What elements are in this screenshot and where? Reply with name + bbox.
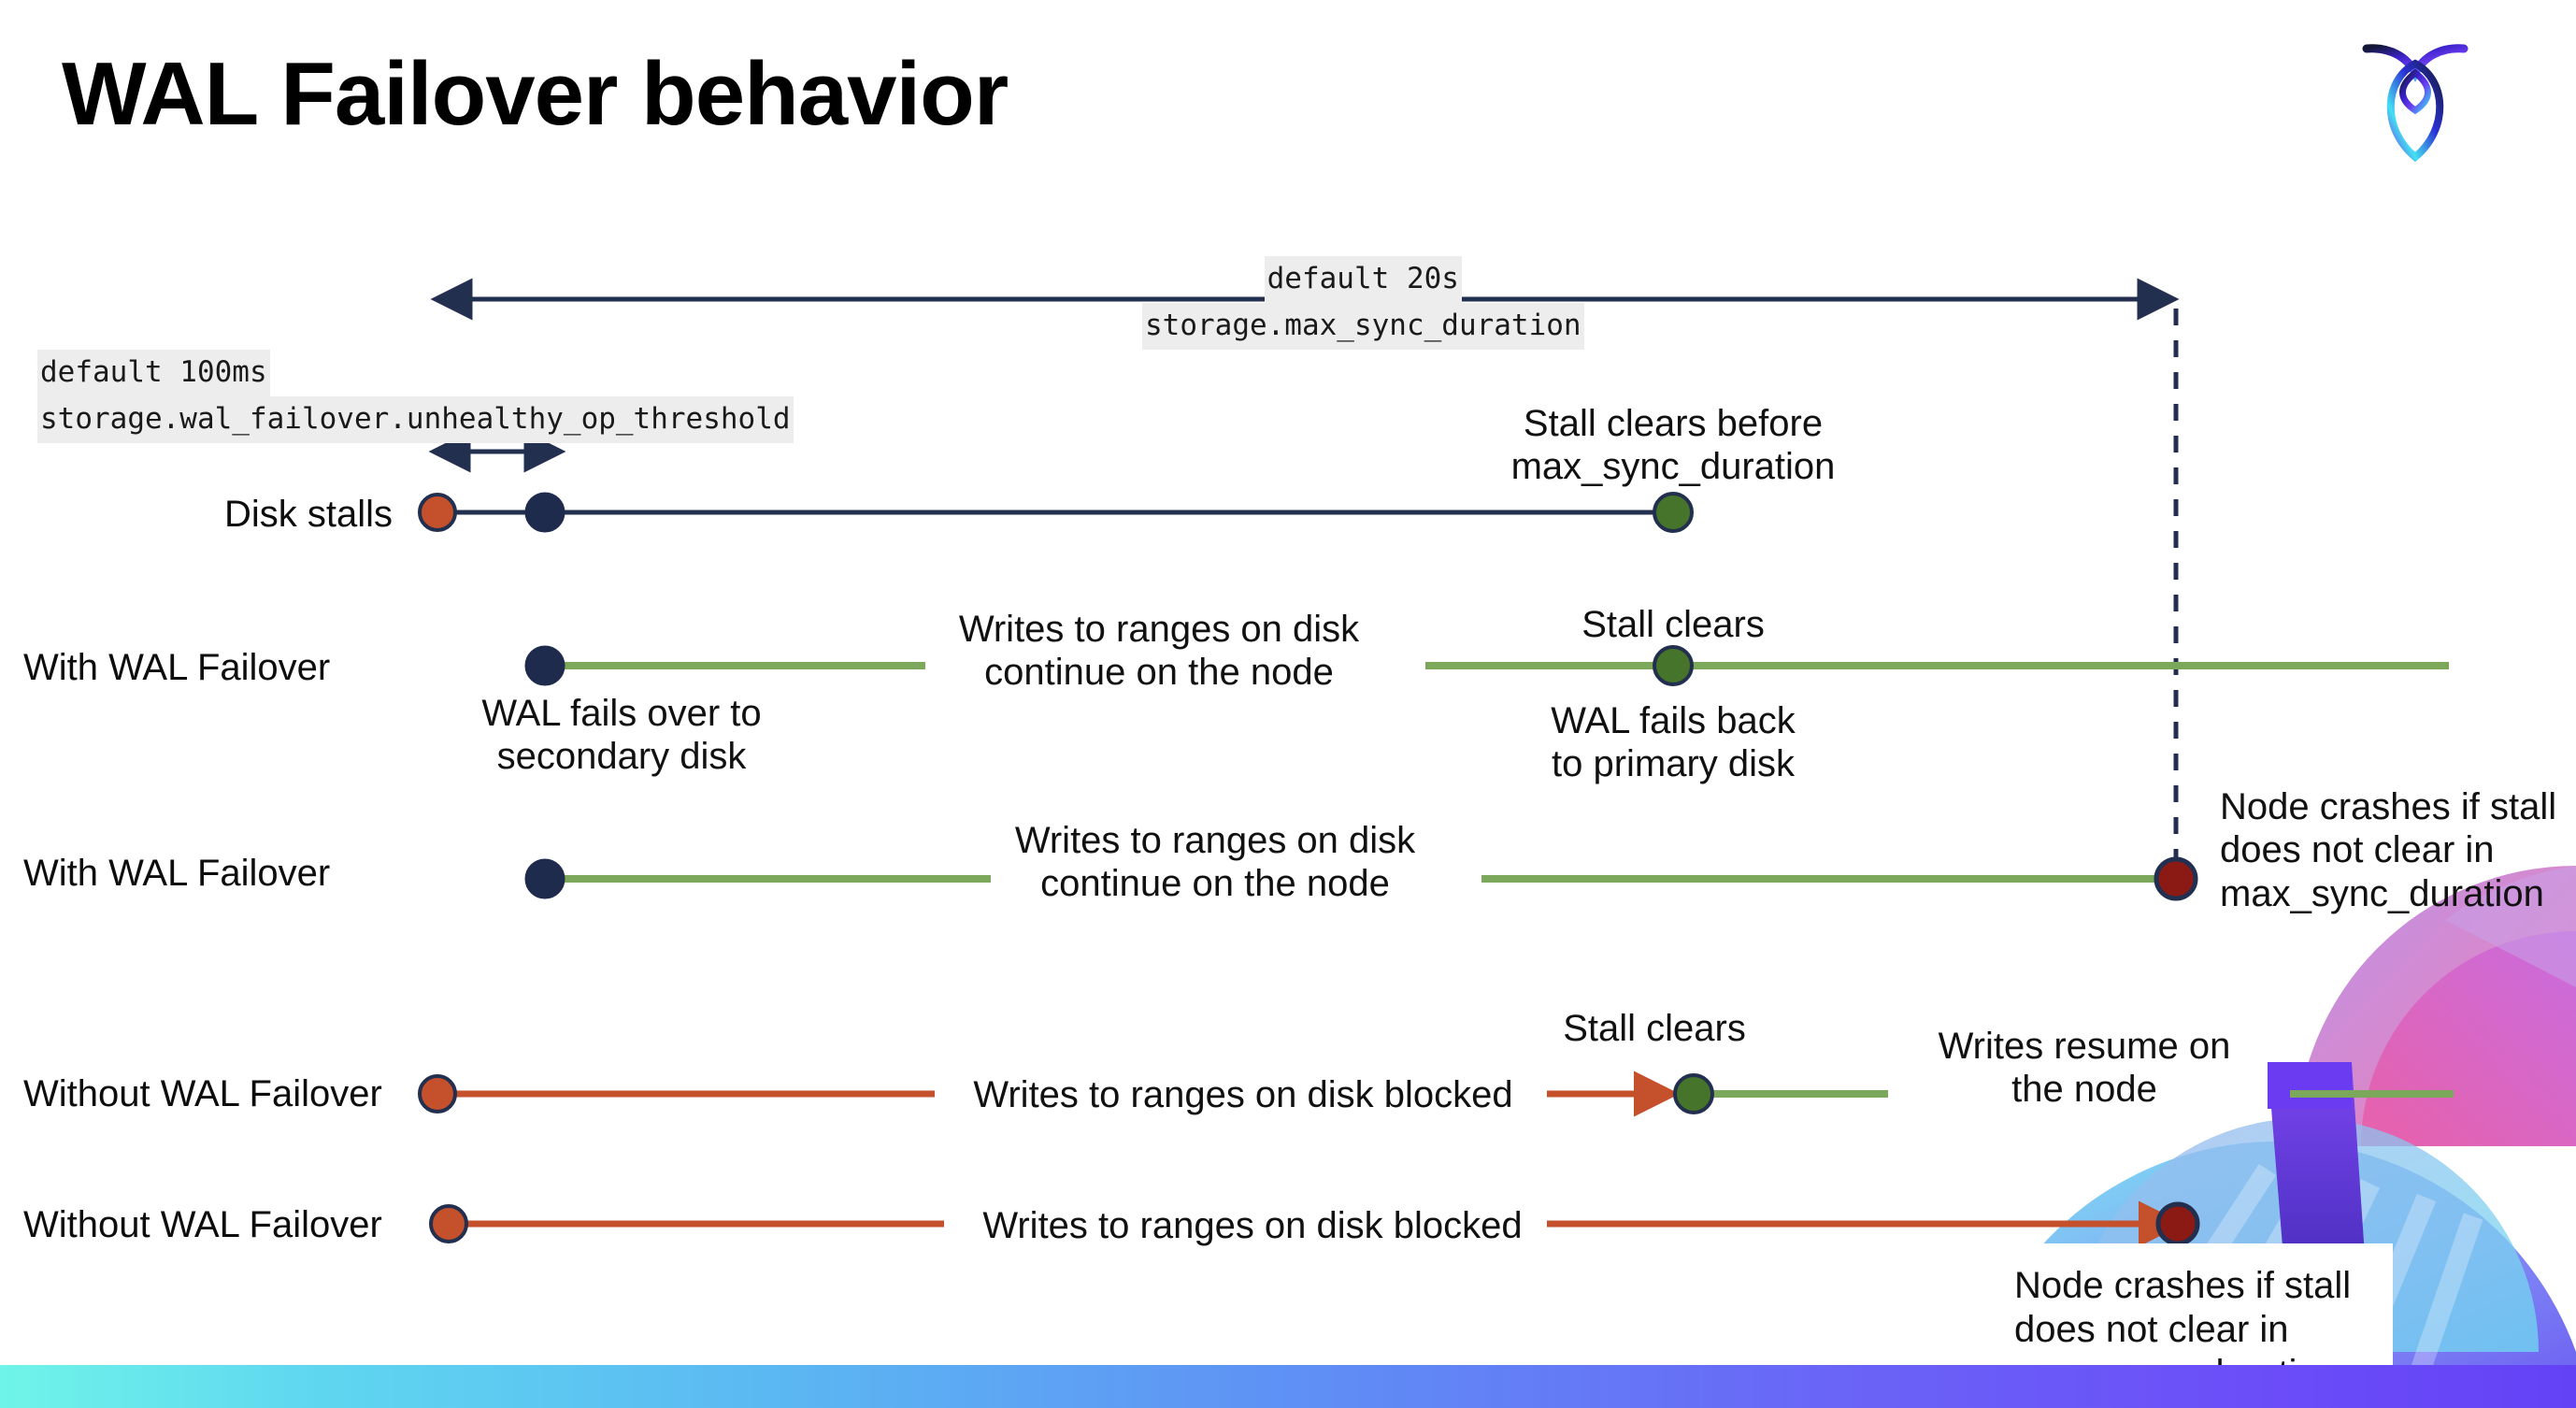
note-writes-continue-1: Writes to ranges on disk continue on the…	[958, 609, 1360, 694]
row-without-failover-crashes-track	[429, 1200, 2200, 1247]
row-without-failover-recovers-track	[418, 1070, 2454, 1117]
row-label-with-wal-failover-2: With WAL Failover	[23, 853, 331, 894]
row-with-failover-crashes-track	[524, 856, 2198, 901]
stall-start-dot	[418, 1074, 457, 1113]
row-label-with-wal-failover-1: With WAL Failover	[23, 647, 331, 688]
note-writes-resume: Writes resume on the node	[1938, 1026, 2231, 1111]
unhealthy-threshold-setting: default 100ms storage.wal_failover.unhea…	[37, 350, 794, 443]
note-stall-clears-2: Stall clears	[1563, 1008, 1746, 1049]
note-writes-continue-2: Writes to ranges on disk continue on the…	[1014, 820, 1416, 905]
page-title: WAL Failover behavior	[62, 44, 1009, 144]
stall-clears-dot	[1653, 645, 1694, 686]
note-wal-fails-over: WAL fails over to secondary disk	[481, 693, 762, 778]
row-label-without-wal-failover-2: Without WAL Failover	[23, 1204, 382, 1245]
node-crash-dot	[2155, 1201, 2200, 1246]
note-node-crashes-1: Node crashes if stall does not clear in …	[2220, 786, 2557, 914]
unhealthy-default: default 100ms	[37, 350, 270, 396]
row-label-without-wal-failover-1: Without WAL Failover	[23, 1073, 382, 1114]
row-disk-stalls-track	[418, 492, 1694, 533]
stall-start-dot	[429, 1204, 468, 1243]
max-sync-duration-setting: default 20s storage.max_sync_duration	[1142, 256, 1584, 350]
note-writes-blocked-2: Writes to ranges on disk blocked	[982, 1205, 1523, 1246]
row-label-disk-stalls: Disk stalls	[223, 494, 393, 535]
stall-clears-dot	[1653, 492, 1694, 533]
bottom-gradient-bar	[0, 1365, 2576, 1408]
unhealthy-name: storage.wal_failover.unhealthy_op_thresh…	[37, 395, 794, 443]
max-sync-name: storage.max_sync_duration	[1142, 302, 1584, 350]
note-wal-fails-back: WAL fails back to primary disk	[1551, 700, 1796, 785]
row-with-failover-recovers-track	[524, 645, 2449, 686]
wal-failover-dot	[524, 858, 565, 899]
note-stall-clears-before-max-sync: Stall clears before max_sync_duration	[1510, 403, 1836, 488]
node-crash-dot	[2154, 856, 2198, 901]
wal-failover-dot	[524, 645, 565, 686]
stall-start-dot	[418, 493, 457, 532]
failover-trigger-dot	[524, 492, 565, 533]
stall-clears-dot	[1673, 1073, 1714, 1114]
note-writes-blocked-1: Writes to ranges on disk blocked	[973, 1074, 1513, 1115]
max-sync-default: default 20s	[1264, 256, 1462, 303]
cockroachdb-logo-icon	[2362, 44, 2469, 163]
note-stall-clears-1: Stall clears	[1581, 604, 1765, 645]
